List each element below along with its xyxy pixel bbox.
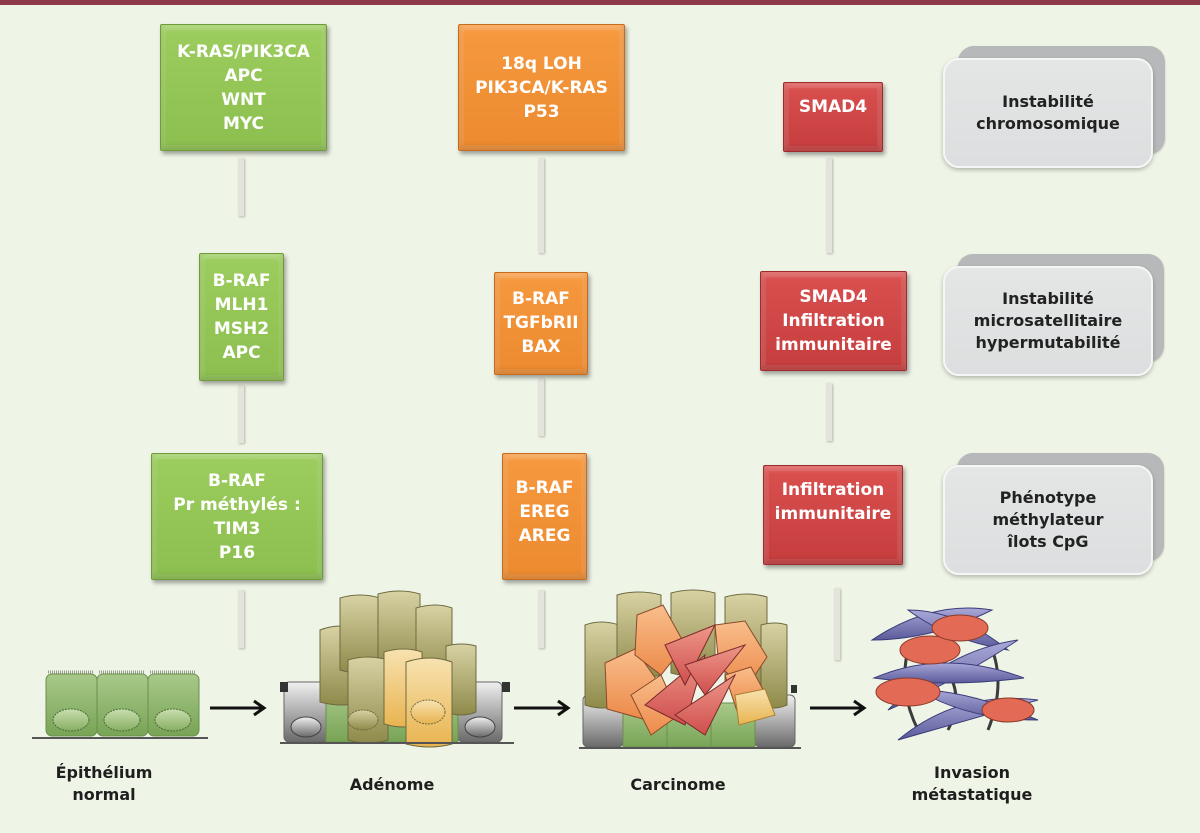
green-gene-box-microsatellite: B-RAF MLH1 MSH2 APC [199, 253, 284, 381]
orange-gene-box-microsatellite: B-RAF TGFbRII BAX [494, 272, 588, 375]
green-gene-box-methylator: B-RAF Pr méthylés : TIM3 P16 [151, 453, 323, 580]
epithelial-cell [147, 673, 200, 737]
adenoma-illustration [280, 590, 514, 748]
red-gene-box-chromosomal: SMAD4 [783, 82, 883, 152]
normal-epithelium-illustration [32, 670, 208, 739]
orange-gene-box-chromosomal: 18q LOH PIK3CA/K-RAS P53 [458, 24, 625, 151]
arrow-right-icon [210, 699, 267, 717]
connector-line [834, 588, 840, 660]
arrow-right-icon [810, 699, 867, 717]
epithelial-cell [45, 673, 98, 737]
stage-label-adenoma: Adénome [349, 775, 435, 794]
category-box-chromosomal-instability: Instabilité chromosomique [943, 58, 1153, 168]
carcinoma-illustration [579, 589, 801, 749]
green-gene-box-chromosomal: K-RAS/PIK3CA APC WNT MYC [160, 24, 327, 151]
connector-line [238, 590, 244, 648]
stage-label-carcinoma: Carcinome [630, 775, 726, 794]
metastatic-invasion-illustration [870, 607, 1039, 741]
connector-line [538, 158, 544, 253]
connector-line [538, 590, 544, 648]
stage-label-normal-epithelium: Épithélium normal [55, 763, 153, 804]
category-box-cpg-methylator: Phénotype méthylateur îlots CpG [943, 465, 1153, 575]
connector-line [826, 383, 832, 441]
orange-gene-box-methylator: B-RAF EREG AREG [502, 453, 587, 580]
epithelial-cell [96, 673, 149, 737]
connector-line [238, 385, 244, 443]
top-accent-bar [0, 0, 1200, 5]
red-gene-box-microsatellite: SMAD4 Infiltration immunitaire [760, 271, 907, 371]
connector-line [538, 378, 544, 436]
red-gene-box-methylator: Infiltration immunitaire [763, 465, 903, 565]
connector-line [238, 158, 244, 216]
connector-line [826, 158, 832, 253]
stage-label-metastatic-invasion: Invasion métastatique [911, 763, 1033, 804]
category-box-microsatellite-instability: Instabilité microsatellitaire hypermutab… [943, 266, 1153, 376]
arrow-right-icon [514, 699, 571, 717]
